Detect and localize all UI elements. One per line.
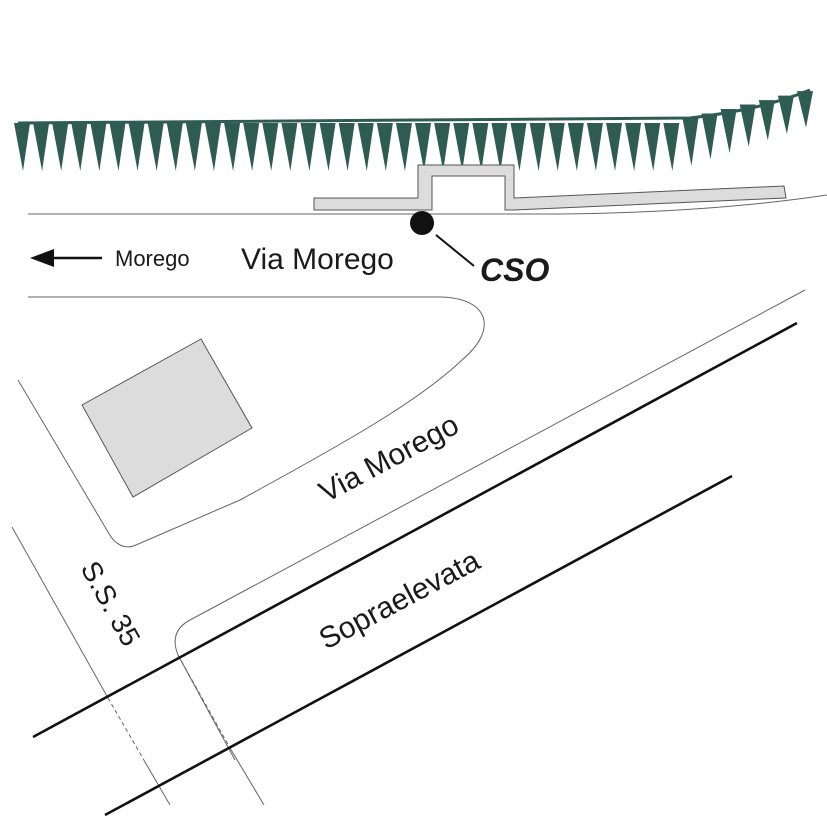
- escarpment-tooth: [758, 100, 775, 141]
- escarpment-tooth: [415, 123, 432, 171]
- escarpment-tooth: [720, 108, 737, 154]
- escarpment-tooth: [357, 123, 374, 171]
- escarpment-tooth: [128, 123, 145, 171]
- escarpment-tooth: [472, 123, 489, 171]
- ss35-edge-dashed-2: [177, 654, 231, 749]
- sopraelevata-north-line: [32, 321, 798, 739]
- arrow-left-icon: [30, 249, 102, 267]
- escarpment-tooth: [33, 123, 50, 171]
- cso-leader-line: [435, 234, 475, 267]
- escarpment-tooth: [797, 91, 813, 128]
- escarpment-tooth: [625, 123, 642, 171]
- escarpment-tooth: [586, 123, 603, 171]
- escarpment-tooth: [606, 123, 623, 171]
- via-morego-diagonal-edge: [174, 289, 806, 761]
- building-block: [81, 338, 253, 498]
- escarpment-tooth: [319, 123, 336, 171]
- escarpment-tooth: [185, 123, 202, 171]
- escarpment-tooth: [663, 123, 680, 171]
- escarpment-tooth: [300, 123, 317, 171]
- escarpment-tooth: [739, 104, 756, 147]
- escarpment-tooth: [14, 123, 30, 171]
- escarpment-tooth: [281, 123, 298, 171]
- escarpment-tooth: [491, 123, 508, 171]
- escarpment-tooth: [644, 123, 661, 171]
- via-morego-top-edge: [28, 194, 827, 215]
- ss35-edge: [11, 526, 109, 699]
- escarpment-tooth: [777, 95, 794, 135]
- sopraelevata-label: Sopraelevata: [314, 544, 486, 656]
- ss35-label: S.S. 35: [75, 556, 147, 651]
- escarpment-tooth: [204, 123, 221, 171]
- escarpment-tooth: [262, 123, 279, 171]
- escarpment-tooth: [682, 117, 699, 166]
- escarpment-hatching: [14, 88, 813, 171]
- escarpment-tooth: [529, 123, 546, 171]
- escarpment-tooth: [52, 123, 69, 171]
- escarpment-tooth: [567, 123, 584, 171]
- via-morego-bottom-edge: [17, 296, 485, 548]
- escarpment-tooth: [243, 123, 260, 171]
- via-morego-label-top: Via Morego: [241, 243, 394, 276]
- sopraelevata-south-line: [104, 474, 733, 817]
- escarpment-tooth: [453, 123, 470, 171]
- escarpment-tooth: [701, 113, 718, 160]
- escarpment-tooth: [71, 123, 88, 171]
- escarpment-tooth: [90, 123, 107, 171]
- ss35-edge-lower-2: [229, 747, 265, 806]
- escarpment-tooth: [376, 123, 393, 171]
- cso-label: CSO: [480, 252, 549, 288]
- ss35-edge-dashed: [107, 697, 146, 763]
- escarpment-tooth: [147, 123, 164, 171]
- escarpment-tooth: [434, 123, 451, 171]
- ss35-edge-lower: [144, 761, 171, 806]
- direction-label: Morego: [115, 246, 190, 271]
- escarpment-tooth: [510, 123, 527, 171]
- escarpment-tooth: [109, 123, 126, 171]
- filled-circle-icon: [410, 211, 434, 235]
- escarpment-tooth: [338, 123, 355, 171]
- via-morego-label-diagonal: Via Morego: [314, 408, 464, 509]
- escarpment-tooth: [224, 123, 241, 171]
- building-structure: [313, 164, 787, 211]
- escarpment-tooth: [548, 123, 565, 171]
- escarpment-tooth: [166, 123, 183, 171]
- escarpment-tooth: [395, 123, 412, 171]
